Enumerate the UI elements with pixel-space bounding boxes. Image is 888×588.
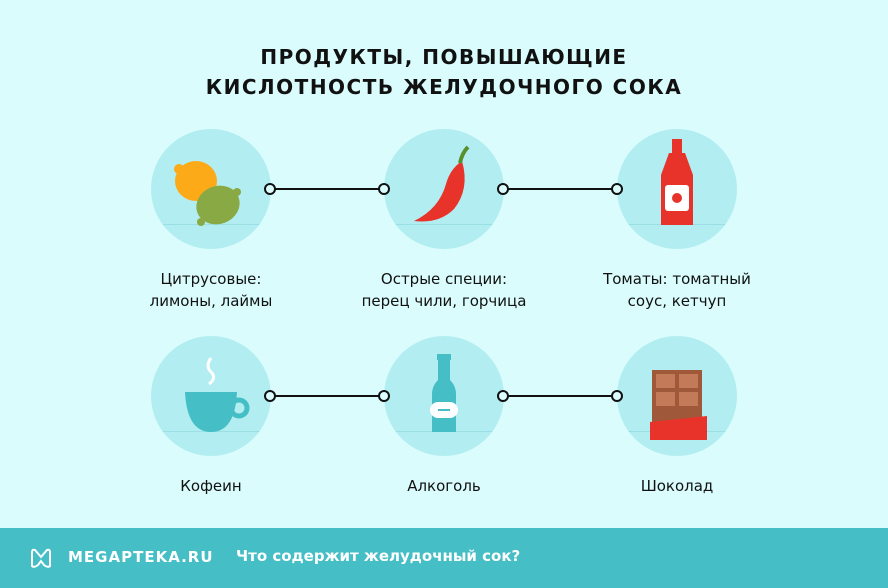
connector-dot — [264, 183, 276, 195]
page-title: ПРОДУКТЫ, ПОВЫШАЮЩИЕ КИСЛОТНОСТЬ ЖЕЛУДОЧ… — [0, 42, 888, 102]
connector-dot — [264, 390, 276, 402]
item-label-chocolate: Шоколад — [640, 477, 714, 495]
item-label-alcohol: Алкоголь — [407, 477, 481, 495]
connector-line — [503, 395, 617, 397]
coffee-cup-icon — [151, 336, 271, 456]
citrus-icon — [151, 129, 271, 249]
ketchup-icon — [617, 129, 737, 249]
article-link[interactable]: Что содержит желудочный сок? — [236, 547, 521, 565]
chili-pepper-icon — [384, 129, 504, 249]
connector-dot — [378, 390, 390, 402]
title-line-2: КИСЛОТНОСТЬ ЖЕЛУДОЧНОГО СОКА — [205, 75, 683, 99]
connector-dot — [378, 183, 390, 195]
item-label-caffeine: Кофеин — [180, 477, 242, 495]
connector-dot — [611, 390, 623, 402]
megapteka-logo-icon — [31, 548, 51, 568]
chocolate-icon — [617, 336, 737, 456]
connector-dot — [611, 183, 623, 195]
brand-name[interactable]: MEGAPTEKA.RU — [68, 548, 214, 566]
connector-line — [270, 188, 384, 190]
connector-line — [503, 188, 617, 190]
item-label-spices: Острые специи:перец чили, горчица — [361, 270, 527, 310]
connector-dot — [497, 390, 509, 402]
title-line-1: ПРОДУКТЫ, ПОВЫШАЮЩИЕ — [260, 45, 628, 69]
bottle-icon — [384, 336, 504, 456]
connector-dot — [497, 183, 509, 195]
item-label-citrus: Цитрусовые:лимоны, лаймы — [149, 270, 273, 310]
footer: MEGAPTEKA.RU Что содержит желудочный сок… — [0, 528, 888, 588]
connector-line — [270, 395, 384, 397]
